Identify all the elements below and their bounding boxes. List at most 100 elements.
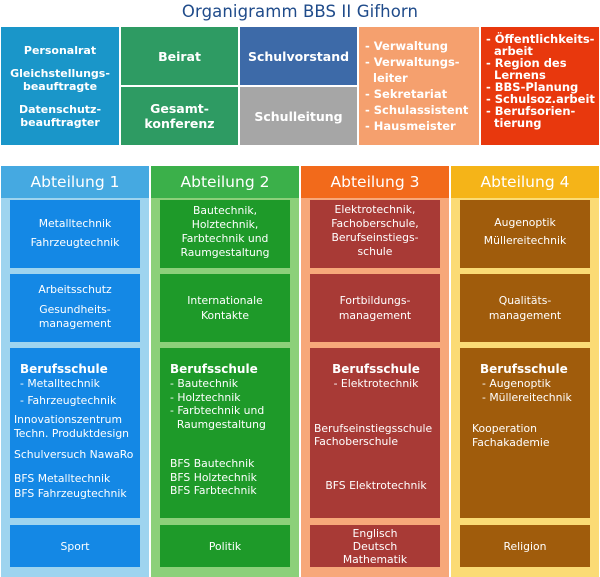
header-abteilung-1: Abteilung 1 [1,166,149,198]
text-line: Berufseinstiegs- [331,231,419,244]
text-line: Deutsch [352,539,398,553]
berufsschule-title: Berufsschule [480,362,568,376]
text-line: Religion [503,539,547,553]
label-schulvorstand: Schulvorstand [247,48,350,64]
label-gesamtkonferenz-2: konferenz [144,116,215,131]
header-abteilung-3: Abteilung 3 [301,166,449,198]
verwaltung-item: - Sekretariat [365,87,448,101]
berufsschule-extra: BFS Holztechnik [170,470,257,484]
abt4-berufsschule: Berufsschule - Augenoptik - Müllereitech… [460,348,590,518]
text-line: Metalltechnik [38,217,112,230]
box-beirat: Beirat [121,27,238,85]
berufsschule-sub: - Bautechnik [170,377,238,390]
text-line: Politik [208,539,242,553]
text-line: Kontakte [201,309,249,322]
oeffentlichkeit-item: - Berufsorien- [486,104,576,118]
label-gleichstellung-2: beauftragte [22,79,98,93]
berufsschule-extra: Fachoberschule [314,435,399,448]
abt3-berufsschule: Berufsschule - Elektrotechnik Berufseins… [310,348,440,518]
berufsschule-extra: Techn. Produktdesign [14,426,130,440]
berufsschule-extra: Kooperation [472,422,537,435]
text-line: Bautechnik, [192,204,258,217]
oeffentlichkeit-item: Lernens [486,68,546,82]
berufsschule-extra: Berufseinstiegsschule [314,421,433,435]
label-beirat: Beirat [158,48,201,64]
berufsschule-sub: - Fahrzeugtechnik [20,393,117,407]
box-schulvorstand: Schulvorstand [240,27,357,85]
abt2-berufsschule: Berufsschule - Bautechnik - Holztechnik … [160,348,290,518]
abt3-bereiche: Elektrotechnik, Fachoberschule, Berufsei… [310,200,440,268]
verwaltung-item: - Verwaltungs- [365,55,460,69]
berufsschule-sub: - Metalltechnik [20,377,100,390]
text-line: Mathematik [342,552,408,566]
abt3-fortbildungsmanagement: Fortbildungs- management [310,274,440,342]
berufsschule-sub: - Holztechnik [170,390,241,404]
verwaltung-item: leiter [365,71,408,85]
abt2-bereiche: Bautechnik, Holztechnik, Farbtechnik und… [160,200,290,268]
berufsschule-extra: BFS Farbtechnik [170,484,257,497]
page-title: Organigramm BBS II Gifhorn [181,2,419,21]
berufsschule-sub: - Farbtechnik und [170,404,265,417]
berufsschule-title: Berufsschule [170,362,258,376]
text-line: Farbtechnik und [181,232,269,245]
label-gesamtkonferenz-1: Gesamt- [150,101,209,116]
text-line: Fachoberschule, [331,217,419,230]
abt1-berufsschule: Berufsschule - Metalltechnik - Fahrzeugt… [10,348,140,518]
header-abteilung-4: Abteilung 4 [451,166,599,198]
verwaltung-item: - Hausmeister [365,119,456,133]
label-datenschutz-2: beauftragter [20,115,100,129]
abt2-politik: Politik [160,525,290,567]
text-line: Raumgestaltung [180,246,270,259]
text-line: Holztechnik, [191,218,259,231]
oeffentlichkeit-item: tierung [486,116,542,130]
abt1-bereiche: Metalltechnik Fahrzeugtechnik [10,200,140,268]
berufsschule-extra: BFS Bautechnik [170,457,255,470]
label-gleichstellung-1: Gleichstellungs- [10,66,110,80]
text-line: Augenoptik [494,216,556,229]
label-personalrat: Personalrat [23,43,97,57]
berufsschule-extra: BFS Fahrzeugtechnik [14,487,127,500]
text-line: management [338,309,412,322]
berufsschule-extra: BFS Elektrotechnik [325,478,427,492]
abt1-arbeitsschutz: Arbeitsschutz Gesundheits- management [10,274,140,342]
oeffentlichkeit-item: arbeit [486,44,533,58]
text-line: Müllereitechnik [483,234,567,247]
label-datenschutz-1: Datenschutz- [18,102,102,116]
berufsschule-extra: Schulversuch NawaRo [14,448,134,461]
text-line: Englisch [352,526,398,540]
berufsschule-sub: - Müllereitechnik [482,390,572,404]
berufsschule-sub: Raumgestaltung [170,417,266,431]
box-personalrat-gleichstellung-datenschutz: Personalrat Gleichstellungs- beauftragte… [1,27,119,145]
text-line: Fortbildungs- [339,294,411,307]
verwaltung-item: - Schulassistent [365,103,469,117]
box-oeffentlichkeitsarbeit: - Öffentlichkeits- arbeit - Region des L… [481,27,599,145]
berufsschule-title: Berufsschule [332,362,420,376]
box-gesamtkonferenz: Gesamt- konferenz [121,87,238,145]
text-line: schule [357,245,393,258]
berufsschule-sub: - Augenoptik [482,377,551,390]
text-line: Internationale [187,294,263,307]
berufsschule-extra: BFS Metalltechnik [14,471,111,485]
label-schulleitung: Schulleitung [254,108,343,124]
berufsschule-extra: Fachakademie [472,435,550,449]
berufsschule-extra: Innovationszentrum [14,413,122,426]
abt4-qualitaetsmanagement: Qualitäts- management [460,274,590,342]
text-line: Fahrzeugtechnik [30,236,120,249]
berufsschule-sub: - Elektrotechnik [333,377,419,390]
text-line: Arbeitsschutz [38,283,112,296]
header-abteilung-2: Abteilung 2 [151,166,299,198]
abt1-sport: Sport [10,525,140,567]
oeffentlichkeit-item: - Schulsoz.arbeit [486,92,595,106]
abt4-bereiche: Augenoptik Müllereitechnik [460,200,590,268]
text-line: management [38,317,112,330]
abt2-internationale-kontakte: Internationale Kontakte [160,274,290,342]
abt4-religion: Religion [460,525,590,567]
oeffentlichkeit-item: - Region des [486,56,567,70]
berufsschule-title: Berufsschule [20,362,108,376]
text-line: Qualitäts- [498,294,552,307]
verwaltung-item: - Verwaltung [365,39,448,53]
oeffentlichkeit-item: - BBS-Planung [486,80,579,94]
text-line: Gesundheits- [39,303,111,316]
abt3-sprachen-mathe: Englisch Deutsch Mathematik [310,525,440,567]
box-verwaltung: - Verwaltung - Verwaltungs- leiter - Sek… [359,27,479,145]
